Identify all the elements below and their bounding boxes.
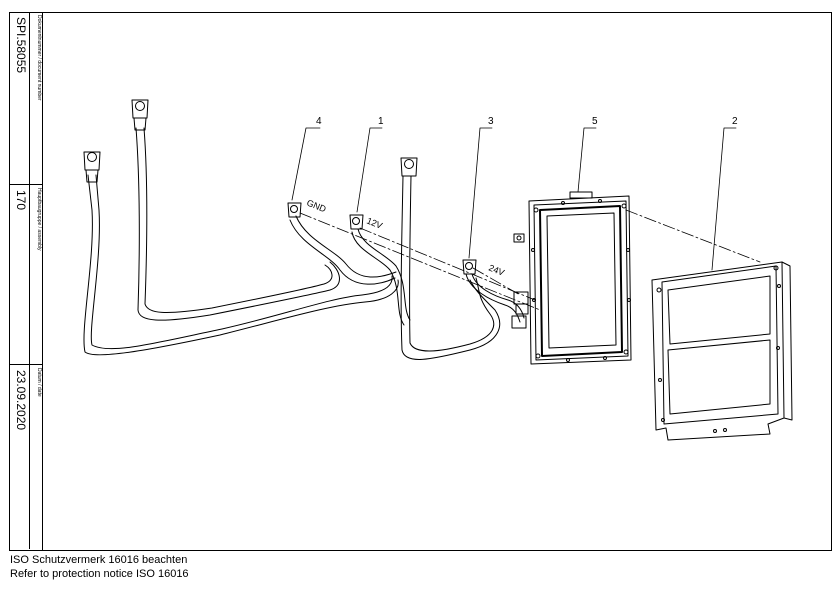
gnd-cable: [287, 202, 397, 285]
drawing-frame: [9, 12, 832, 551]
callout-4: 4: [316, 116, 322, 127]
24v-label: 24V: [487, 263, 506, 278]
protection-notice-de: ISO Schutzvermerk 16016 beachten: [10, 554, 188, 566]
callout-3: 3: [488, 116, 494, 127]
connector-blocks: [511, 233, 529, 329]
long-cable-left: [83, 151, 399, 356]
assembly-lines: [299, 209, 761, 311]
gnd-label: GND: [305, 198, 328, 215]
callout-2: 2: [732, 116, 738, 127]
callout-5: 5: [592, 116, 598, 127]
callout-1: 1: [378, 116, 384, 127]
cable-3: [400, 157, 501, 360]
title-block-strip: Dokumentnummer / document number SPI.580…: [9, 12, 43, 551]
callout-leaders: [291, 127, 737, 271]
bracket-plate: [651, 261, 793, 441]
12v-label: 12V: [365, 216, 384, 231]
mounting-plate: [528, 191, 632, 365]
long-cable-second: [131, 99, 340, 321]
protection-notice-en: Refer to protection notice ISO 16016: [10, 568, 189, 580]
